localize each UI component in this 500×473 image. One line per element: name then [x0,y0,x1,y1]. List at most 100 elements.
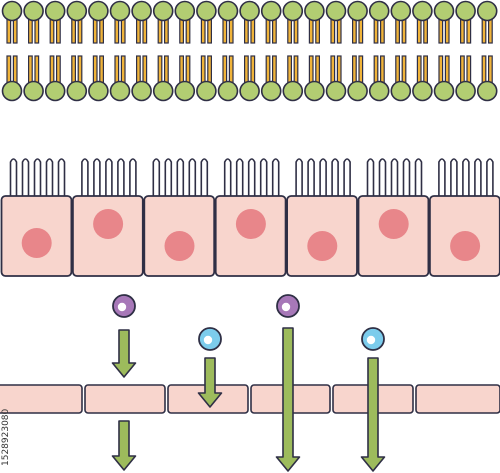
microvillus [105,158,113,198]
lipid-head [325,0,347,22]
microvillus [45,158,54,198]
lipid-head [412,0,433,22]
phospholipid-bottom [368,55,390,102]
lipid-head [390,0,412,22]
phospholipid-bottom [44,55,66,102]
lipid-head [88,80,109,102]
phospholipid-top [282,0,304,44]
lipid-tail [120,55,126,84]
epithelial-cell [0,158,73,277]
diffusion-arrow-exit [111,420,137,471]
lipid-head [476,80,498,102]
phospholipid-top [66,0,88,44]
phospholipid-top [217,0,239,44]
epithelial-cell-row [0,158,500,277]
phospholipid-bottom [152,55,174,102]
lipid-head [347,80,368,102]
phospholipid-top [239,0,260,44]
microvillus [81,158,89,198]
lipid-head [304,80,325,102]
molecule-purple [112,294,136,318]
phospholipid-top [347,0,368,44]
lipid-tail [92,55,98,84]
lipid-tail [207,55,213,84]
lipid-tail [416,55,422,84]
lipid-tail [179,55,185,84]
lipid-tail [293,55,299,84]
phospholipid-top [304,0,325,44]
phospholipid-top [390,0,412,44]
lipid-tail [157,55,163,84]
lipid-tail [244,55,249,84]
lipid-tail [28,55,33,84]
lipid-head [174,80,196,102]
phospholipid-bottom [217,55,239,102]
lipid-tail [49,55,55,84]
phospholipid-bottom [412,55,433,102]
molecule-purple [276,294,300,318]
microvillus [223,158,232,198]
diffusion-arrow-short [111,329,137,378]
epithelial-cell [214,158,287,277]
microvillus [343,158,351,198]
lipid-head [368,80,390,102]
lipid-tail [142,55,148,84]
lipid-head [390,80,412,102]
microvillus [331,158,339,198]
lipid-tail [488,55,493,84]
lipid-head [260,80,282,102]
lipid-head [239,80,260,102]
microvillus [295,158,303,198]
phospholipid-bottom [109,55,131,102]
phospholipid-top [368,0,390,44]
phospholipid-top [260,0,282,44]
phospholipid-bottom [239,55,260,102]
microvillus [152,158,161,198]
lipid-head [282,80,304,102]
lipid-tail [358,55,364,84]
phospholipid-bottom [325,55,347,102]
lipid-head [196,80,217,102]
stock-image-id: 1528923080 [1,408,11,466]
lipid-head [1,0,23,22]
lipid-head [109,80,131,102]
phospholipid-top [109,0,131,44]
lipid-tail [287,55,292,84]
phospholipid-top [412,0,433,44]
transport-barrier [0,384,500,414]
epithelial-cell [286,158,358,277]
phospholipid-top [152,0,174,44]
microvillus [390,158,399,198]
lipid-head [131,0,152,22]
lipid-tail [352,55,357,84]
lipid-head [217,80,239,102]
microvillus [176,158,185,198]
microvillus [57,158,66,198]
microvillus [117,158,125,198]
lipid-head [109,0,131,22]
microvillus [21,158,30,198]
phospholipid-bottom [455,55,476,102]
microvillus [9,158,18,198]
phospholipid-bottom [1,55,23,102]
phospholipid-bottom [476,55,498,102]
transport-arrows-and-molecules [111,294,386,472]
microvillus [129,158,137,198]
microvillus [200,158,209,198]
nucleus [235,209,266,239]
nucleus [450,231,481,261]
microvillus [474,158,482,198]
phospholipid-top [433,0,455,44]
lipid-tail [222,55,228,84]
lipid-tail [6,55,12,84]
lipid-tail [265,55,271,84]
nucleus [378,209,409,239]
lipid-head [282,0,304,22]
lipid-head [304,0,325,22]
lipid-tail [380,55,385,84]
lipid-head [476,0,498,22]
lipid-head [88,0,109,22]
lipid-tail [136,55,141,84]
nucleus [93,209,124,239]
epithelial-cell [72,158,144,277]
